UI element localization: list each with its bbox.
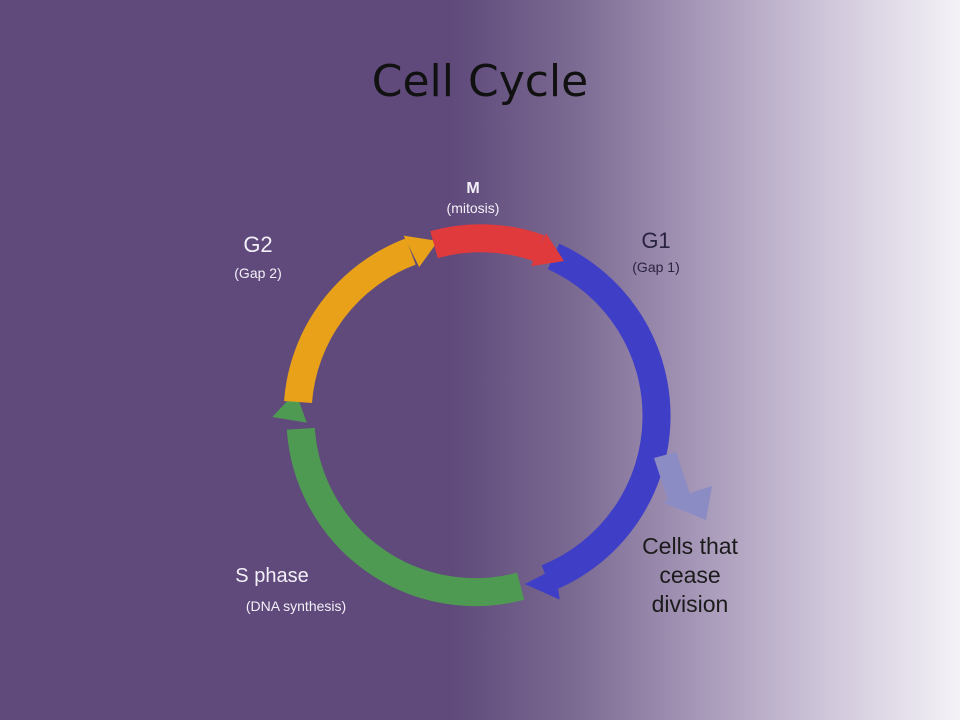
g1-phase-detail: (Gap 1): [632, 259, 679, 275]
g2-phase-label: G2: [243, 232, 272, 257]
g2-arrowhead: [403, 235, 438, 268]
cease-division-arrow: [654, 452, 712, 520]
m-phase-label: M: [466, 180, 479, 197]
cease-division-label-line-2: cease: [659, 562, 720, 588]
s-phase-label: S phase: [235, 565, 308, 587]
g2-phase-arc: [284, 238, 416, 404]
m-phase-arc: [430, 224, 545, 262]
cease-division-label-line-1: Cells that: [642, 533, 738, 559]
g1-phase-label: G1: [641, 228, 670, 253]
s-phase-arc: [286, 427, 525, 607]
g1-phase-arc: [541, 243, 671, 592]
g2-phase-detail: (Gap 2): [234, 265, 281, 281]
g1-arrowhead: [524, 568, 560, 600]
m-arrowhead: [531, 233, 564, 267]
cease-division-label-line-3: division: [652, 591, 729, 617]
s-phase-detail: (DNA synthesis): [246, 598, 346, 614]
slide-title: Cell Cycle: [371, 56, 589, 107]
m-phase-detail: (mitosis): [447, 200, 500, 216]
